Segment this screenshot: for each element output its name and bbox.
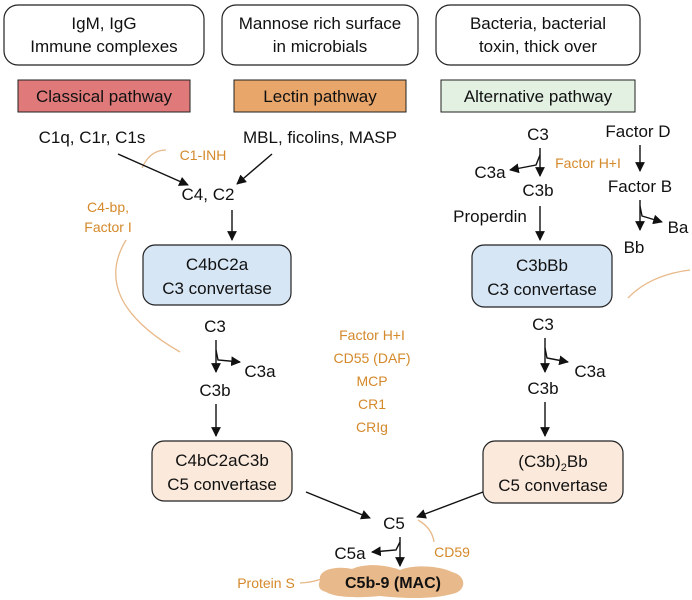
alt-factor-hi-label: Factor H+I xyxy=(555,155,621,171)
alternative-trigger-line2: toxin, thick over xyxy=(479,37,597,56)
lectin-pathway-label: Lectin pathway xyxy=(263,87,377,106)
cd59-arc xyxy=(417,519,435,543)
arrow-classical-c3-to-c3a xyxy=(215,349,241,367)
alternative-trigger-box xyxy=(435,4,641,66)
arrow-alt-c3-to-c3a xyxy=(509,154,541,174)
alternative-pathway-label-box xyxy=(440,79,636,113)
arrow-c5-to-c5a xyxy=(371,541,401,557)
classical-trigger-line1: IgM, IgG xyxy=(71,14,136,33)
center-regulator-2: CD55 (DAF) xyxy=(333,350,410,366)
classical-trigger-box xyxy=(3,4,205,66)
center-regulator-4: CR1 xyxy=(358,396,386,412)
classical-c5-convertase-line2: C5 convertase xyxy=(167,475,277,494)
properdin-label: Properdin xyxy=(453,207,527,226)
classical-pathway-label-box xyxy=(17,79,191,113)
arrow-c1-to-c4c2 xyxy=(117,153,189,186)
alt-c3a-label: C3a xyxy=(474,163,506,182)
c4bp-label-line1: C4-bp, xyxy=(87,199,129,215)
ba-label: Ba xyxy=(668,218,689,237)
factor-d-label: Factor D xyxy=(605,122,670,141)
center-regulator-5: CRIg xyxy=(356,419,388,435)
c1-inh-label: C1-INH xyxy=(180,147,227,163)
mac-blob xyxy=(318,565,464,598)
classical-c3-convertase-box xyxy=(142,244,292,306)
classical-c3a-label: C3a xyxy=(244,362,276,381)
alt-c3a-second-label: C3a xyxy=(574,362,606,381)
classical-c3-label: C3 xyxy=(204,317,226,336)
factor-b-label: Factor B xyxy=(608,177,672,196)
arrow-classical-c5conv-to-c5 xyxy=(305,491,371,520)
c4c2-label: C4, C2 xyxy=(182,185,235,204)
lectin-trigger-line1: Mannose rich surface xyxy=(239,14,402,33)
arrow-alt-c3-second-to-c3a xyxy=(544,347,569,366)
alt-regulator-arc xyxy=(627,269,691,299)
alternative-pathway-label: Alternative pathway xyxy=(464,87,613,106)
c5-label: C5 xyxy=(383,514,405,533)
c4bp-label-line2: Factor I xyxy=(84,219,131,235)
classical-c3-convertase-line2: C3 convertase xyxy=(162,279,272,298)
arrow-mbl-to-c4c2 xyxy=(236,153,273,185)
c1-inh-arc xyxy=(141,149,167,169)
center-regulator-3: MCP xyxy=(356,373,387,389)
lectin-trigger-box xyxy=(221,4,419,66)
alt-c3-label: C3 xyxy=(527,125,549,144)
c5a-label: C5a xyxy=(334,544,366,563)
alternative-trigger-line1: Bacteria, bacterial xyxy=(470,14,606,33)
classical-c3-convertase-line1: C4bC2a xyxy=(186,255,249,274)
arrow-alt-c5conv-to-c5 xyxy=(416,491,484,519)
classical-pathway-label: Classical pathway xyxy=(36,87,173,106)
lectin-trigger-line2: in microbials xyxy=(273,37,367,56)
mac-label: C5b-9 (MAC) xyxy=(345,575,441,592)
cd59-label: CD59 xyxy=(434,544,470,560)
alt-c3-convertase-line1: C3bBb xyxy=(516,256,568,275)
alt-c5-convertase-line2: C5 convertase xyxy=(498,476,608,495)
classical-initiators: C1q, C1r, C1s xyxy=(39,128,146,147)
bb-label: Bb xyxy=(624,238,645,257)
alt-c5-convertase-box xyxy=(482,440,624,504)
arrow-factor-b-to-ba xyxy=(639,205,663,225)
alt-c3-convertase-line2: C3 convertase xyxy=(487,280,597,299)
center-regulator-1: Factor H+I xyxy=(339,327,405,343)
lectin-initiators: MBL, ficolins, MASP xyxy=(243,128,397,147)
alt-c5-convertase-line1: (C3b)2Bb xyxy=(518,452,587,474)
classical-c3b-label: C3b xyxy=(199,381,230,400)
alt-c3b-second-label: C3b xyxy=(527,379,558,398)
alt-c3-second-label: C3 xyxy=(532,315,554,334)
protein-s-label: Protein S xyxy=(237,575,295,591)
alt-c3b-label: C3b xyxy=(522,181,553,200)
classical-c5-convertase-box xyxy=(151,440,293,502)
c4bp-arc xyxy=(115,239,181,353)
classical-c5-convertase-line1: C4bC2aC3b xyxy=(175,451,269,470)
classical-trigger-line2: Immune complexes xyxy=(30,37,177,56)
alt-c3-convertase-box xyxy=(471,244,613,308)
lectin-pathway-label-box xyxy=(233,79,407,113)
